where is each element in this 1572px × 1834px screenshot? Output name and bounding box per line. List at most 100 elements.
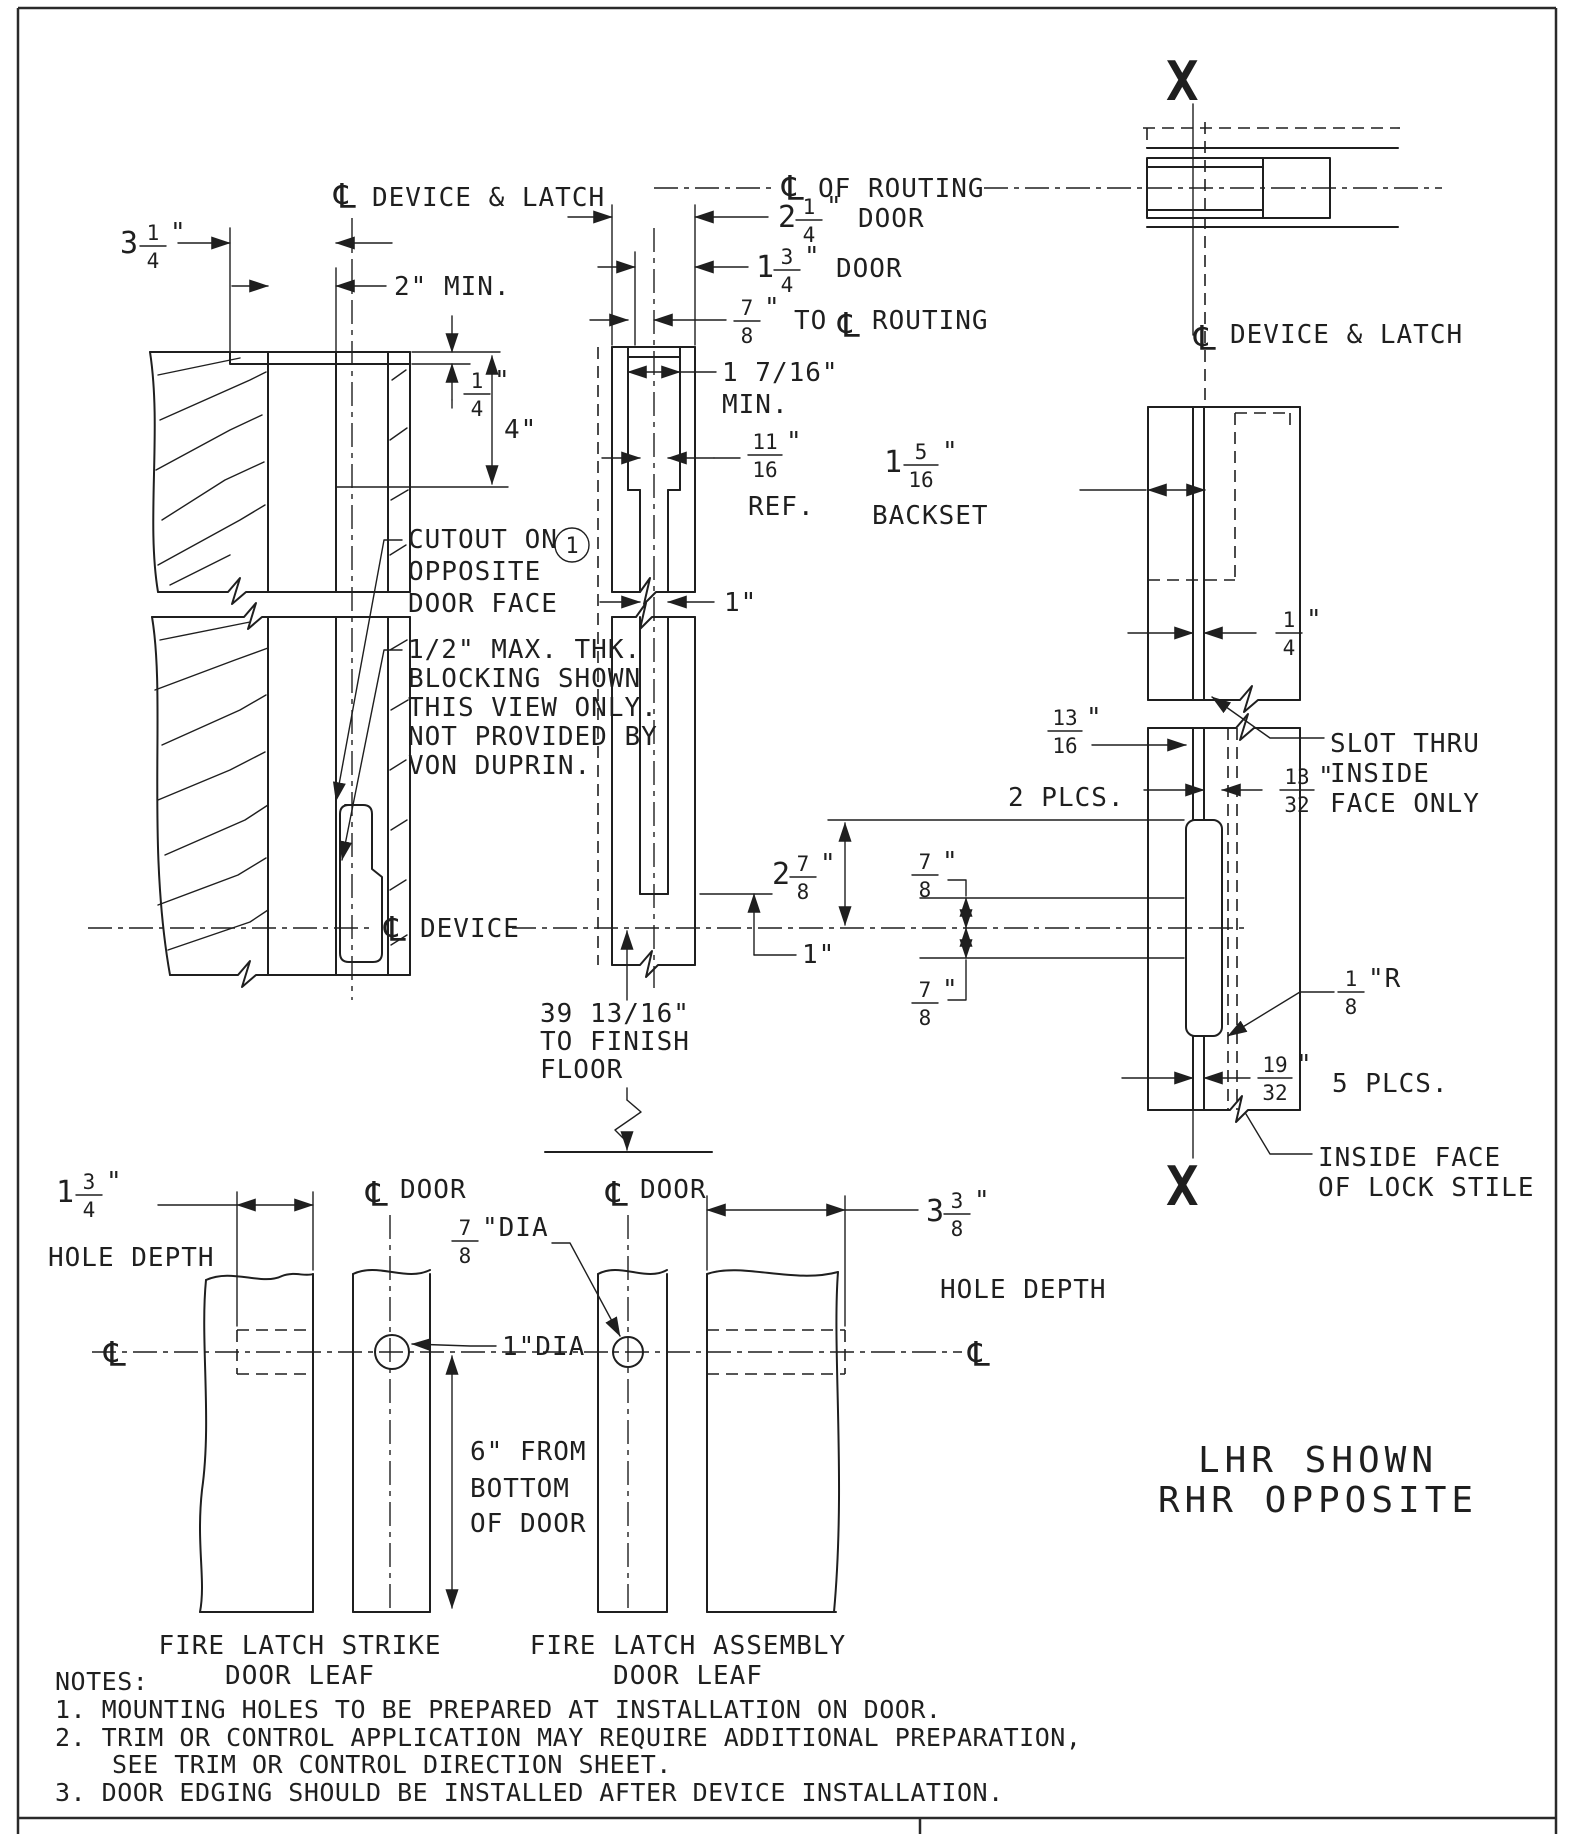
svg-text:1 7/16": 1 7/16" — [722, 358, 839, 388]
dim-1-pocket: 1" — [699, 893, 835, 970]
note-slot-thru: SLOT THRU INSIDE FACE ONLY — [1211, 696, 1480, 819]
svg-text:3: 3 — [120, 226, 138, 261]
dim-2-1-4-door: 2 1 4 " DOOR — [567, 192, 925, 346]
svg-text:LHR SHOWN: LHR SHOWN — [1198, 1440, 1438, 1481]
dim-6-from-bottom: 6" FROM BOTTOM OF DOOR — [445, 1355, 587, 1609]
svg-text:": " — [942, 437, 959, 467]
svg-text:7: 7 — [741, 296, 754, 320]
svg-text:13: 13 — [1284, 765, 1309, 789]
label-cl-device: DEVICE — [420, 914, 520, 944]
svg-text:8: 8 — [951, 1217, 964, 1241]
handing-note: LHR SHOWN RHR OPPOSITE — [1158, 1440, 1478, 1521]
dim-7-8-a: 7 8 " — [911, 847, 1185, 929]
caption-strike: FIRE LATCH STRIKE — [158, 1631, 441, 1661]
svg-text:2: 2 — [772, 857, 790, 892]
svg-text:4: 4 — [471, 397, 484, 421]
svg-text:HOLE DEPTH: HOLE DEPTH — [48, 1243, 215, 1273]
svg-text:1: 1 — [565, 534, 578, 559]
svg-text:FACE ONLY: FACE ONLY — [1330, 789, 1480, 819]
notes-block: NOTES: 1. MOUNTING HOLES TO BE PREPARED … — [55, 1667, 1081, 1807]
svg-text:TO FINISH: TO FINISH — [540, 1027, 690, 1057]
label-cl-device-latch-c: DEVICE & LATCH — [1230, 320, 1463, 350]
view-door-edge-section: ℄ OF ROUTING 2 1 4 " DOOR 1 3 4 " — [540, 169, 1442, 1153]
label-inside-face: INSIDE FACE OF LOCK STILE — [1245, 1113, 1535, 1203]
svg-text:4: 4 — [803, 223, 816, 247]
svg-text:DOOR: DOOR — [836, 254, 903, 284]
svg-text:RHR OPPOSITE: RHR OPPOSITE — [1158, 1480, 1478, 1521]
svg-text:HOLE DEPTH: HOLE DEPTH — [940, 1275, 1107, 1305]
svg-text:VON DUPRIN.: VON DUPRIN. — [408, 751, 591, 781]
view-lock-stile: X ℄ DEVICE & LATCH — [772, 50, 1535, 1218]
sheet-border — [16, 6, 1558, 1834]
svg-text:1: 1 — [147, 221, 160, 245]
label-cl-device-latch-a: DEVICE & LATCH — [372, 183, 605, 213]
svg-text:16: 16 — [908, 468, 933, 492]
svg-text:11: 11 — [752, 430, 777, 454]
dim-19-32: 19 32 " — [1121, 1050, 1312, 1105]
svg-text:4: 4 — [83, 1198, 96, 1222]
svg-text:4: 4 — [781, 273, 794, 297]
slot-thru-profile — [1185, 819, 1223, 1037]
strike-door-leaf — [199, 1272, 314, 1613]
dim-3-1-4: 3 1 4 " — [120, 218, 393, 353]
svg-text:": " — [494, 366, 511, 396]
svg-text:19: 19 — [1262, 1053, 1287, 1077]
dim-1-7-16-min: 1 7/16" MIN. — [627, 358, 839, 420]
svg-text:": " — [804, 242, 821, 272]
strike-stile — [352, 1215, 431, 1613]
dim-1-4-c: 1 4 " — [1127, 605, 1322, 660]
dim-7-8-b: 7 8 " — [911, 927, 1185, 1030]
svg-text:OF DOOR: OF DOOR — [470, 1509, 587, 1539]
section-mark-x-top: X — [1166, 50, 1199, 113]
label-cl-of-routing: ℄ OF ROUTING — [654, 169, 1442, 209]
svg-text:1": 1" — [802, 940, 835, 970]
section-mark-x-bottom: X — [1166, 1155, 1199, 1218]
note-3: 3. DOOR EDGING SHOULD BE INSTALLED AFTER… — [55, 1778, 1004, 1807]
svg-text:1: 1 — [1345, 967, 1358, 991]
svg-text:2 PLCS.: 2 PLCS. — [1008, 783, 1125, 813]
dim-backset: 1 5 16 " BACKSET — [872, 437, 1206, 531]
svg-text:2: 2 — [778, 200, 796, 235]
svg-text:"DIA: "DIA — [482, 1213, 549, 1243]
svg-text:7: 7 — [459, 1216, 472, 1240]
svg-text:1"DIA: 1"DIA — [502, 1332, 585, 1362]
svg-text:7: 7 — [919, 978, 932, 1002]
svg-text:CUTOUT ON: CUTOUT ON — [408, 525, 558, 555]
svg-text:OF LOCK STILE: OF LOCK STILE — [1318, 1173, 1535, 1203]
svg-text:OPPOSITE: OPPOSITE — [408, 557, 541, 587]
svg-text:BACKSET: BACKSET — [872, 501, 989, 531]
svg-text:8: 8 — [459, 1244, 472, 1268]
svg-text:INSIDE FACE: INSIDE FACE — [1318, 1143, 1501, 1173]
note-2b: SEE TRIM OR CONTROL DIRECTION SHEET. — [112, 1750, 672, 1779]
svg-text:3: 3 — [926, 1194, 944, 1229]
svg-text:8: 8 — [919, 1006, 932, 1030]
centerline-device-horizontal: ℄ DEVICE — [88, 910, 1250, 950]
svg-text:1: 1 — [56, 1175, 74, 1210]
svg-text:4": 4" — [504, 415, 537, 445]
caption-assembly: FIRE LATCH ASSEMBLY — [530, 1631, 846, 1661]
svg-text:DOOR: DOOR — [858, 204, 925, 234]
hole-1in — [374, 1334, 410, 1370]
svg-text:DOOR FACE: DOOR FACE — [408, 589, 558, 619]
svg-text:INSIDE: INSIDE — [1330, 759, 1430, 789]
svg-text:SLOT THRU: SLOT THRU — [1330, 729, 1480, 759]
svg-text:": " — [820, 849, 837, 879]
dim-4: 4" — [485, 355, 537, 485]
wood-grain-texture — [154, 357, 409, 951]
dim-1-8-radius: 1 8 "R 5 PLCS. — [1227, 964, 1448, 1099]
svg-text:": " — [974, 1186, 991, 1216]
svg-text:℄: ℄ — [837, 306, 860, 346]
svg-text:7: 7 — [797, 852, 810, 876]
svg-text:1: 1 — [1283, 608, 1296, 632]
dim-1-3-4-door: 1 3 4 " DOOR — [597, 242, 903, 346]
svg-text:": " — [170, 218, 187, 248]
svg-text:℄: ℄ — [383, 910, 406, 950]
caption-assembly-2: DOOR LEAF — [613, 1661, 763, 1691]
svg-text:8: 8 — [919, 878, 932, 902]
svg-text:℄: ℄ — [605, 1175, 628, 1215]
svg-text:": " — [1318, 762, 1335, 792]
dim-13-16: 13 16 " 2 PLCS. — [1008, 703, 1187, 813]
label-cl-door-2: DOOR — [640, 1175, 707, 1205]
svg-text:1: 1 — [756, 250, 774, 285]
